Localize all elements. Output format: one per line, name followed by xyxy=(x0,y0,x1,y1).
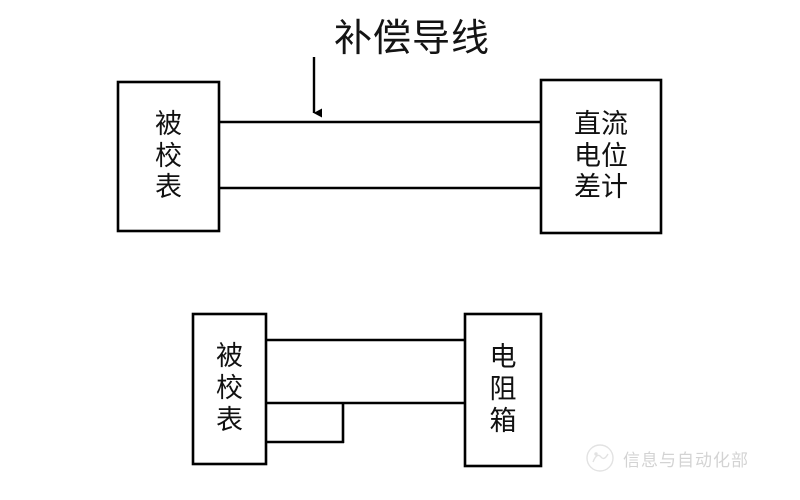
box-line: 电位 xyxy=(574,140,628,172)
box-line: 箱 xyxy=(489,405,517,437)
box-label-dc-potentiometer: 直流 电位 差计 xyxy=(541,80,661,233)
box-line: 校 xyxy=(216,373,243,405)
box-label-resistance-box: 电 阻 箱 xyxy=(465,314,541,466)
box-dc-potentiometer xyxy=(539,78,663,235)
box-line: 被 xyxy=(155,108,182,140)
box-label-device-under-test-bottom: 被 校 表 xyxy=(193,314,266,464)
watermark-text: 信息与自动化部 xyxy=(623,450,749,471)
box-line: 表 xyxy=(155,172,182,204)
box-label-device-under-test-top: 被 校 表 xyxy=(118,82,219,231)
box-line: 阻 xyxy=(489,374,517,406)
box-device-under-test-bottom xyxy=(191,312,268,466)
diagram-top-group xyxy=(116,57,663,235)
box-resistance-box xyxy=(463,312,543,468)
diagram-bottom-group xyxy=(191,312,543,468)
circular-logo-icon xyxy=(585,443,615,473)
box-line: 表 xyxy=(216,404,243,436)
page-title: 补偿导线 xyxy=(334,16,491,60)
watermark: 信息与自动化部 xyxy=(585,443,749,473)
box-line: 校 xyxy=(155,140,182,172)
box-line: 电 xyxy=(489,342,517,374)
box-line: 直流 xyxy=(574,108,628,140)
box-line: 被 xyxy=(216,341,243,373)
box-device-under-test-top xyxy=(116,80,221,233)
box-line: 差计 xyxy=(574,172,628,204)
